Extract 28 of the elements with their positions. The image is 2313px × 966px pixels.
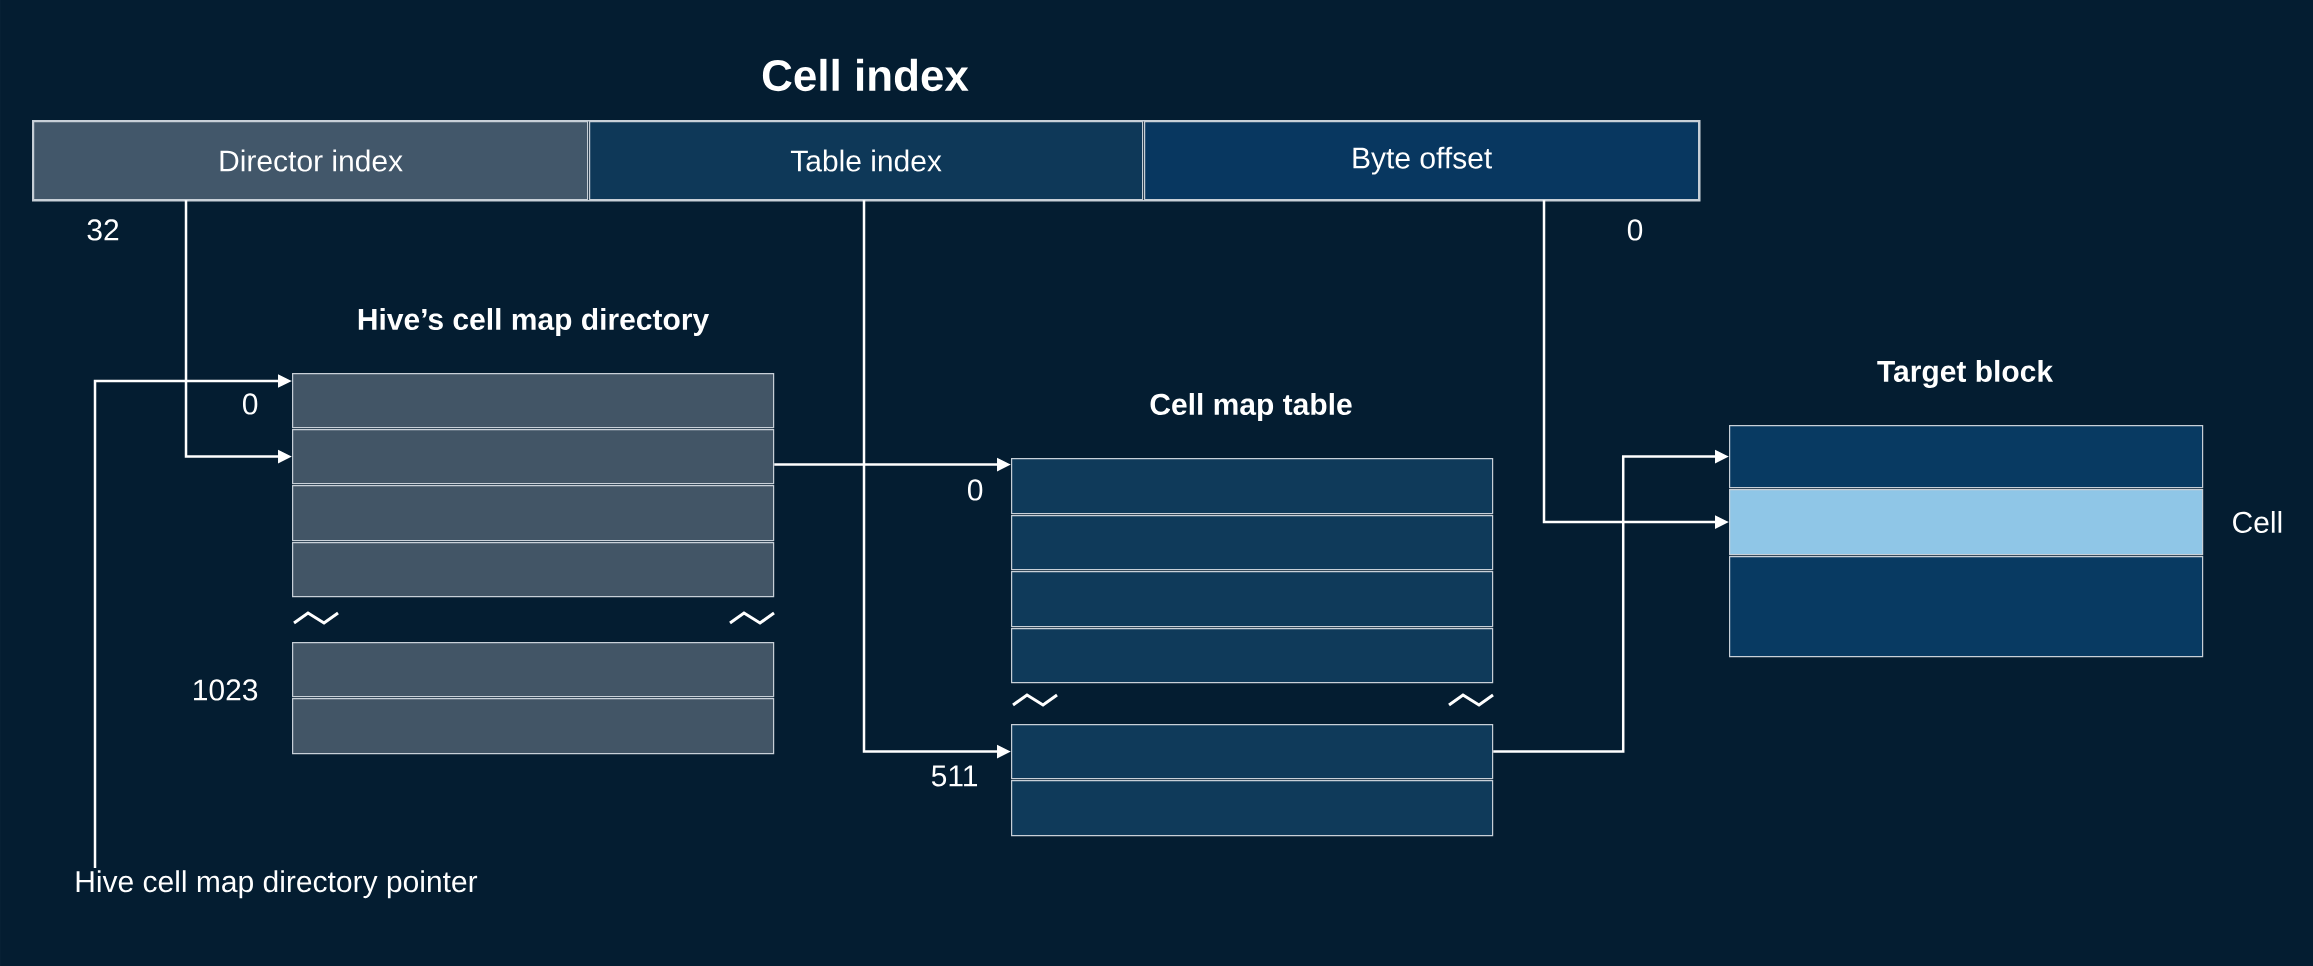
- table-row: [1011, 458, 1494, 515]
- field-cell: Byte offset: [1144, 121, 1700, 201]
- directory-row: [292, 485, 775, 542]
- directory-row: [292, 373, 775, 429]
- table-heading: Cell map table: [1150, 393, 1352, 421]
- directory-row: [292, 698, 775, 755]
- block-row: [1729, 489, 2204, 556]
- directory-row: [292, 642, 775, 698]
- node-label: Cell index: [762, 58, 969, 92]
- table-row: [1011, 724, 1494, 780]
- block-row: [1729, 425, 2204, 489]
- table-heading: Hive’s cell map directory: [358, 308, 709, 336]
- field-cell: Director index: [33, 121, 589, 201]
- index-label: 511: [931, 765, 977, 787]
- block-row: [1729, 556, 2204, 658]
- table-heading: Target block: [1877, 359, 2054, 389]
- table-row: [1011, 628, 1494, 684]
- pointer-label: Hive cell map directory pointer: [76, 870, 478, 899]
- directory-row: [292, 429, 775, 485]
- table-row: [1011, 571, 1494, 628]
- field-cell: Table index: [589, 121, 1144, 201]
- index-label: 1023: [194, 679, 258, 701]
- index-label: 0: [242, 393, 258, 415]
- table-row: [1011, 515, 1494, 571]
- side-label: Cell: [2233, 511, 2282, 533]
- index-label: 0: [967, 479, 983, 501]
- directory-row: [292, 542, 775, 598]
- table-row: [1011, 780, 1494, 837]
